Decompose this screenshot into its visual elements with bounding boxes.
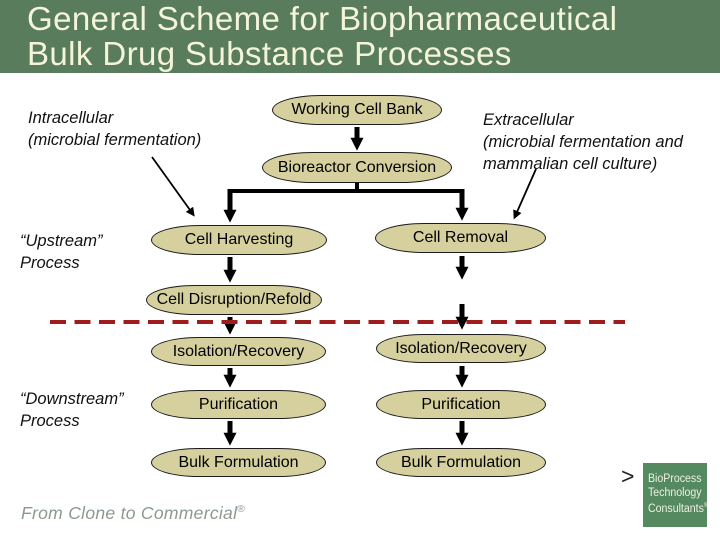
arrow-extracellular-pointer	[513, 168, 537, 220]
label-upstream-line1: “Upstream”	[20, 232, 103, 250]
logo-line1: BioProcess	[648, 473, 702, 486]
label-extracellular-line2: (microbial fermentation and	[483, 133, 683, 151]
footer-tagline-text: From Clone to Commercial	[21, 503, 238, 523]
logo-line3: Consultants®	[648, 500, 708, 516]
slide-title-line2: Bulk Drug Substance Processes	[27, 34, 512, 72]
footer-registered-mark: ®	[237, 504, 245, 516]
label-downstream-process: “Downstream” Process	[20, 388, 124, 432]
footer-tagline: From Clone to Commercial®	[21, 503, 245, 524]
slide-title-bar: General Scheme for Biopharmaceutical Bul…	[0, 0, 720, 73]
logo-line3-text: Consultants	[648, 503, 704, 516]
label-extracellular-line1: Extracellular	[483, 111, 574, 129]
label-intracellular-line2: (microbial fermentation)	[28, 131, 202, 149]
label-intracellular-line1: Intracellular	[28, 109, 114, 127]
logo-line2: Technology	[648, 486, 702, 499]
node-isolation-recovery-left: Isolation/Recovery	[151, 337, 326, 366]
node-isolation-recovery-right: Isolation/Recovery	[376, 334, 546, 363]
node-bioreactor-conversion: Bioreactor Conversion	[262, 152, 452, 183]
node-purification-left: Purification	[151, 390, 326, 419]
node-bulk-formulation-right: Bulk Formulation	[376, 448, 546, 477]
node-cell-harvesting: Cell Harvesting	[151, 225, 327, 255]
label-downstream-line1: “Downstream”	[20, 390, 124, 408]
label-upstream-line2: Process	[20, 254, 80, 272]
branch-rail	[230, 183, 462, 193]
arrow-intracellular-pointer	[151, 156, 195, 217]
node-working-cell-bank: Working Cell Bank	[272, 95, 442, 125]
node-purification-right: Purification	[376, 390, 546, 419]
node-cell-removal: Cell Removal	[375, 223, 546, 253]
label-intracellular: Intracellular (microbial fermentation)	[28, 107, 201, 151]
company-logo: BioProcess Technology Consultants®	[643, 463, 708, 527]
logo-chevron-icon: >	[621, 463, 635, 489]
node-cell-disruption-refold: Cell Disruption/Refold	[146, 285, 322, 315]
label-downstream-line2: Process	[20, 412, 80, 430]
slide-title-line1: General Scheme for Biopharmaceutical	[27, 0, 618, 37]
label-upstream-process: “Upstream” Process	[20, 230, 103, 274]
label-extracellular: Extracellular (microbial fermentation an…	[483, 109, 683, 175]
label-extracellular-line3: mammalian cell culture)	[483, 155, 658, 173]
logo-registered-mark: ®	[703, 503, 708, 510]
node-bulk-formulation-left: Bulk Formulation	[151, 448, 326, 477]
